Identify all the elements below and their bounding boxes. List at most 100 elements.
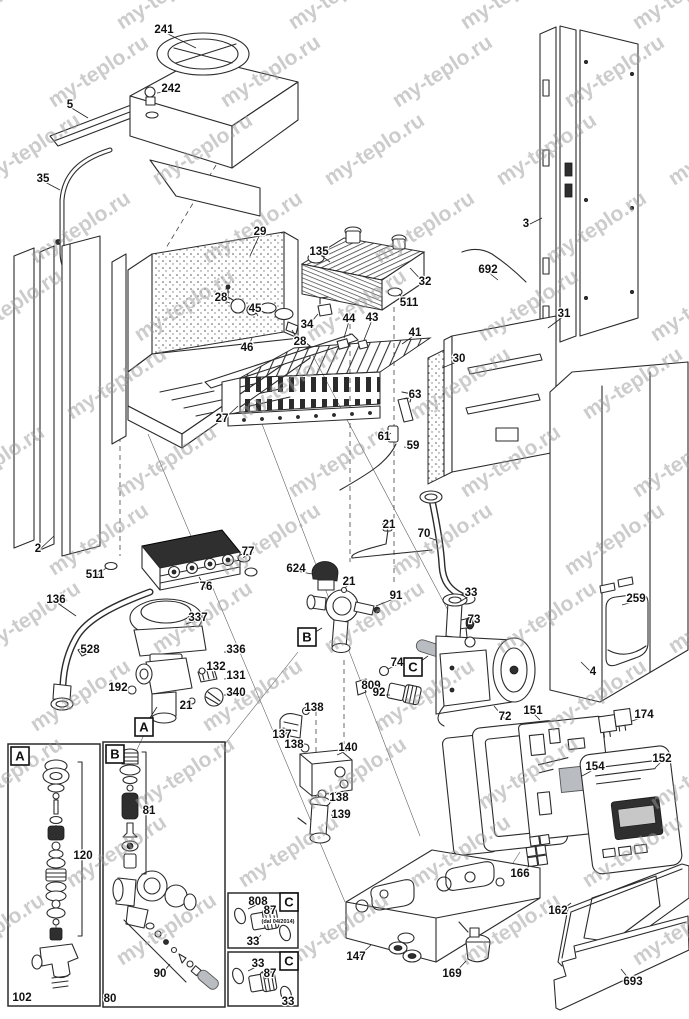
part-label-63: 63 <box>409 389 422 401</box>
hydraulic-group-drawing <box>127 598 224 724</box>
heat-exchanger-drawing <box>300 226 426 311</box>
svg-text:C: C <box>284 895 294 910</box>
leader-line <box>246 337 253 351</box>
leader-line <box>247 903 259 910</box>
part-label-135: 135 <box>309 246 329 258</box>
part-label-192: 192 <box>108 682 127 694</box>
part-label-2: 2 <box>35 543 41 555</box>
inset-c-drawing <box>141 751 292 1003</box>
leader-line <box>318 253 331 263</box>
part-label-241: 241 <box>154 24 174 36</box>
leader-line <box>42 180 61 191</box>
part-label-41: 41 <box>409 327 422 339</box>
part-label-337: 337 <box>188 612 207 624</box>
inset-B <box>102 741 226 1008</box>
leader-line <box>185 700 192 709</box>
part-label-151: 151 <box>523 705 543 717</box>
part-label-138: 138 <box>304 702 324 714</box>
part-label-132: 132 <box>206 661 225 673</box>
part-label-138: 138 <box>284 739 304 751</box>
svg-text:B: B <box>110 747 119 762</box>
front-panel-drawing <box>549 361 689 703</box>
leader-line <box>221 405 239 422</box>
callout-letter-C: C <box>279 892 299 912</box>
leader-line <box>185 619 199 625</box>
burner-drawing <box>204 333 432 427</box>
part-label-336: 336 <box>226 644 245 656</box>
part-label-808: 808 <box>248 896 268 908</box>
watermark-text: my-teplo.ru <box>664 109 689 191</box>
part-label-31: 31 <box>558 308 571 320</box>
leader-line <box>264 975 271 980</box>
part-label-4: 4 <box>590 666 597 678</box>
leader-line <box>281 728 292 738</box>
part-label-29: 29 <box>254 226 267 238</box>
leader-line <box>344 583 350 589</box>
leader-line <box>280 995 289 1005</box>
part-label-511: 511 <box>86 569 105 581</box>
part-label-154: 154 <box>585 761 605 773</box>
pump-drawing <box>435 593 536 727</box>
callout-letter-C: C <box>403 657 423 677</box>
leader-line <box>156 90 172 94</box>
inset-A <box>7 743 101 1007</box>
part-label-21: 21 <box>343 576 356 588</box>
leader-line <box>409 267 426 285</box>
leader-line <box>631 716 645 722</box>
leader-line <box>223 677 237 680</box>
part-label-693: 693 <box>623 976 642 988</box>
leader-line <box>403 446 414 449</box>
part-label-32: 32 <box>419 276 432 288</box>
part-label-76: 76 <box>200 581 213 593</box>
part-label-138: 138 <box>329 792 349 804</box>
insulation-panel-drawing <box>427 315 557 485</box>
part-label-340: 340 <box>226 687 245 699</box>
watermark-text: my-teplo.ru <box>388 31 496 113</box>
svg-text:A: A <box>139 720 149 735</box>
leader-line <box>387 664 398 670</box>
leader-line <box>547 315 565 329</box>
part-label-120: 120 <box>73 850 92 862</box>
ignition-cable-drawing <box>461 248 527 283</box>
leader-line <box>532 712 541 721</box>
leader-line <box>163 31 197 49</box>
svg-text:C: C <box>284 954 294 969</box>
control-box-drawing <box>441 707 683 875</box>
leader-line <box>401 334 416 345</box>
leader-line <box>295 570 313 575</box>
part-label-30: 30 <box>453 353 466 365</box>
part-label-44: 44 <box>343 313 356 325</box>
leader-line <box>37 535 55 552</box>
leader-line <box>247 965 259 972</box>
leader-line <box>403 396 416 400</box>
part-label-528: 528 <box>80 644 100 656</box>
part-label-35: 35 <box>37 173 50 185</box>
part-label-169: 169 <box>442 968 461 980</box>
part-label-74: 74 <box>391 657 404 669</box>
inset-a-drawing <box>31 759 87 989</box>
back-panel-drawing <box>539 25 639 349</box>
part-label-136: 136 <box>46 594 65 606</box>
leader-line <box>581 768 596 777</box>
part-label-27: 27 <box>216 413 229 425</box>
callout-letter-C: C <box>279 951 299 971</box>
leader-line <box>330 814 342 818</box>
callout-letter-B: B <box>297 627 317 647</box>
watermark-text: my-teplo.ru <box>628 0 689 34</box>
part-label-147: 147 <box>346 951 365 963</box>
leader-line <box>355 944 372 960</box>
leader-line <box>460 594 472 602</box>
part-label-21: 21 <box>383 519 396 531</box>
part-label-87: 87 <box>264 905 277 917</box>
svg-text:B: B <box>302 630 311 645</box>
part-label-692: 692 <box>478 264 497 276</box>
part-label-92: 92 <box>373 687 386 699</box>
air-box-drawing <box>49 32 299 217</box>
plate-heat-exchanger-drawing <box>104 529 258 591</box>
leader-line <box>375 597 397 607</box>
leader-line <box>55 601 77 617</box>
leader-line <box>621 600 637 606</box>
inset-C2 <box>227 951 299 1007</box>
leader-line <box>383 432 392 440</box>
